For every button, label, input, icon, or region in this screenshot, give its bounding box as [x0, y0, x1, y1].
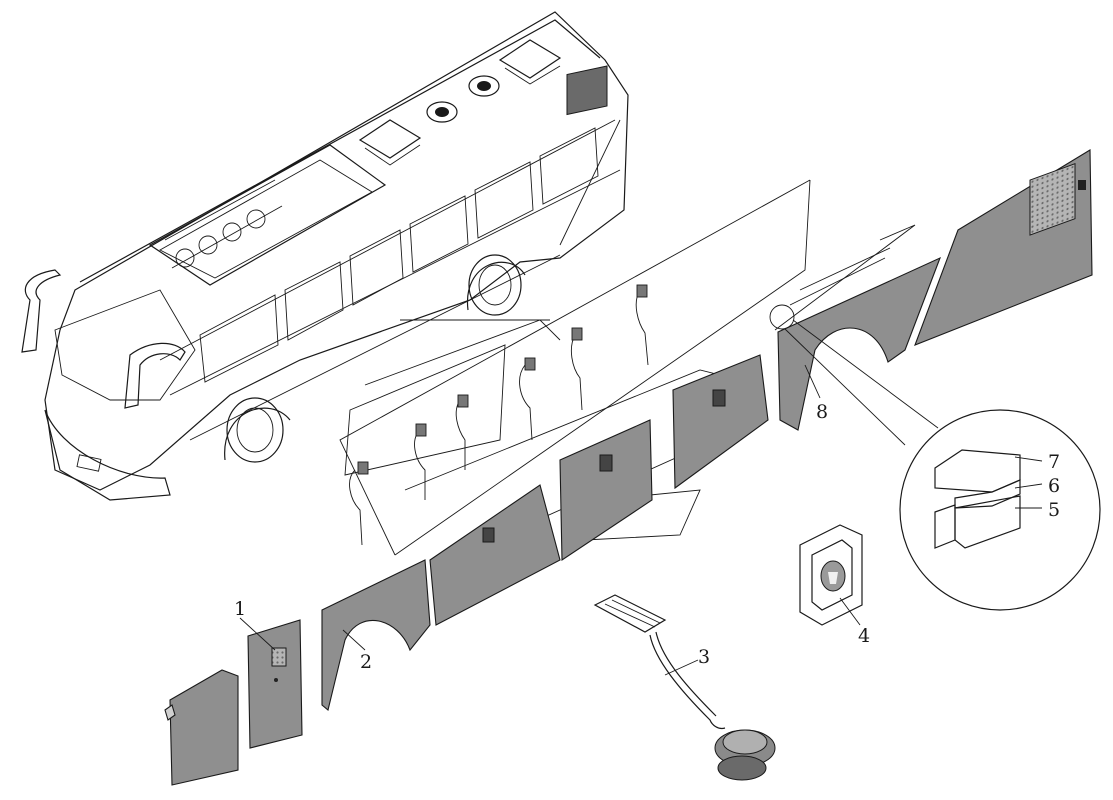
roof-ac-unit: [148, 144, 387, 286]
side-panels: [164, 149, 1093, 786]
panel-mid-a: [429, 484, 561, 626]
callout-8: 8: [816, 401, 828, 423]
bus-body: [21, 11, 629, 501]
callout-7: 7: [1048, 451, 1060, 473]
panel-mid-c: [672, 354, 769, 490]
panel-2: [321, 559, 431, 711]
panel-8: [777, 256, 941, 431]
part-4-pad: [799, 524, 863, 626]
exploded-guide-lines: [339, 179, 916, 556]
panel-mid-b: [559, 419, 653, 562]
leader-8: [804, 364, 821, 399]
panel-leftmost: [169, 669, 239, 786]
leader-7: [1014, 456, 1043, 462]
callout-6: 6: [1048, 475, 1060, 497]
leader-3: [664, 659, 699, 676]
callout-4: 4: [858, 625, 870, 647]
leader-4: [839, 597, 861, 626]
panel-1: [247, 619, 303, 749]
roof-hatches: [358, 39, 562, 166]
part-3-harness: [593, 594, 776, 781]
leader-2: [342, 629, 366, 651]
callout-3: 3: [698, 646, 710, 668]
panel-1-vent-icon: [271, 647, 287, 667]
leader-6: [1014, 483, 1043, 489]
bus-windows: [199, 119, 621, 383]
detail-magnifier: [769, 304, 1101, 611]
callout-5: 5: [1048, 499, 1060, 521]
leader-1: [239, 617, 276, 651]
leader-lines: [239, 364, 1043, 676]
bus-wheels: [224, 254, 526, 463]
callout-1: 1: [234, 598, 246, 620]
rear-grille-icon: [1029, 163, 1076, 236]
callout-2: 2: [360, 651, 372, 673]
mounting-brackets: [349, 284, 649, 546]
callout-labels: 1 2 3 4 5 6 7 8: [234, 401, 1060, 673]
